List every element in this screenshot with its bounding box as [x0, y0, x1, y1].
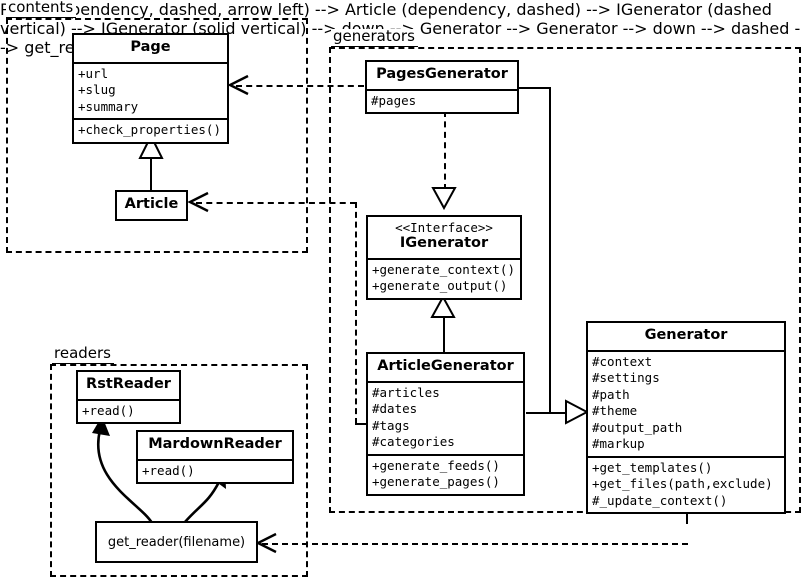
method: +read() — [82, 402, 135, 418]
class-mardown-reader[interactable]: MardownReader +read() — [136, 430, 294, 485]
class-article-generator-methods: +generate_feeds() +generate_pages() — [368, 453, 523, 494]
package-readers — [50, 364, 308, 577]
class-generator[interactable]: Generator #context #settings #path #them… — [586, 321, 786, 515]
class-article-generator-attributes: #articles #dates #tags #categories — [368, 380, 523, 454]
attribute: #path — [592, 386, 630, 402]
class-page-attributes: +url +slug +summary — [74, 61, 227, 119]
relation-generator-uses-get-reader-line — [262, 543, 688, 545]
attribute: #dates — [372, 401, 418, 417]
function-get-reader[interactable]: get_reader(filename) — [95, 521, 258, 563]
method: +read() — [142, 462, 195, 478]
class-igenerator-stereotype: <<Interface>> — [395, 220, 493, 235]
class-article[interactable]: Article — [115, 190, 188, 221]
class-generator-attributes: #context #settings #path #theme #output_… — [588, 349, 784, 456]
package-generators — [329, 47, 801, 513]
relation-pagesgen-uses-page-line — [236, 85, 364, 87]
attribute: +summary — [78, 98, 139, 114]
package-contents-label: contents — [6, 0, 77, 18]
method: +get_files(path,exclude) — [592, 476, 773, 492]
relation-pagesgen-extends-generator-v — [549, 87, 551, 414]
relation-articlegen-uses-article-vline — [355, 202, 357, 424]
method: +generate_feeds() — [372, 457, 500, 473]
attribute: #tags — [372, 417, 410, 433]
class-mardown-reader-methods: +read() — [138, 458, 292, 483]
attribute: #settings — [592, 370, 660, 386]
attribute: +slug — [78, 82, 116, 98]
relation-pagesgen-extends-generator-h1 — [518, 87, 551, 89]
class-rst-reader-methods: +read() — [78, 398, 179, 423]
package-contents — [6, 18, 308, 253]
class-page-name: Page — [130, 39, 171, 55]
class-igenerator[interactable]: <<Interface>> IGenerator +generate_conte… — [366, 215, 522, 300]
method: +generate_context() — [372, 261, 515, 277]
class-page-methods: +check_properties() — [74, 118, 227, 142]
class-pages-generator[interactable]: PagesGenerator #pages — [365, 60, 519, 115]
class-rst-reader[interactable]: RstReader +read() — [76, 370, 181, 425]
class-pages-generator-attributes: #pages — [367, 88, 517, 113]
package-readers-label: readers — [52, 345, 114, 364]
relation-pagesgen-realizes-igenerator-line — [444, 111, 446, 190]
relation-articlegen-uses-article-line — [196, 202, 356, 204]
method: +check_properties() — [78, 122, 221, 138]
function-get-reader-label: get_reader(filename) — [107, 534, 246, 550]
class-pages-generator-name: PagesGenerator — [376, 66, 508, 82]
class-article-generator[interactable]: ArticleGenerator #articles #dates #tags … — [366, 352, 525, 496]
attribute: #context — [592, 353, 653, 369]
package-generators-label: generators — [331, 28, 418, 47]
attribute: +url — [78, 65, 109, 81]
class-page[interactable]: Page +url +slug +summary +check_properti… — [72, 33, 229, 144]
relation-articlegen-extends-generator-line — [526, 412, 571, 414]
attribute: #pages — [371, 92, 417, 108]
method: +generate_output() — [372, 278, 508, 294]
class-article-name: Article — [124, 196, 179, 212]
method: +generate_pages() — [372, 474, 500, 490]
class-generator-name: Generator — [644, 327, 728, 343]
class-igenerator-name: IGenerator — [399, 234, 489, 251]
relation-articlegen-realizes-igenerator-line — [443, 310, 445, 355]
class-mardown-reader-name: MardownReader — [148, 436, 282, 452]
attribute: #output_path — [592, 419, 683, 435]
attribute: #categories — [372, 434, 455, 450]
method: #_update_context() — [592, 492, 728, 508]
attribute: #theme — [592, 403, 638, 419]
class-article-generator-name: ArticleGenerator — [377, 358, 514, 374]
class-igenerator-methods: +generate_context() +generate_output() — [368, 257, 520, 298]
attribute: #articles — [372, 384, 440, 400]
method: +get_templates() — [592, 459, 713, 475]
attribute: #markup — [592, 436, 645, 452]
class-generator-methods: +get_templates() +get_files(path,exclude… — [588, 455, 784, 513]
class-rst-reader-name: RstReader — [86, 376, 171, 392]
relation-articlegen-uses-article-stub — [355, 423, 367, 425]
